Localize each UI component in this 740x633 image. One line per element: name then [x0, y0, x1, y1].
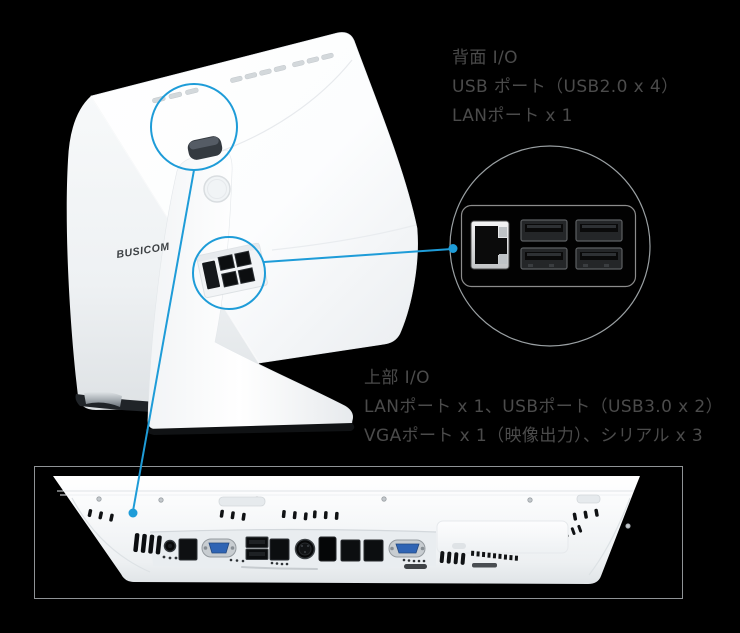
usb-stack-icon [245, 536, 269, 560]
lan-port-icon [202, 260, 221, 290]
lan-port-icon [470, 220, 510, 270]
top-io-line-1: LANポート x 1、USBポート（USB3.0 x 2） [364, 397, 724, 417]
usb-port-icon [520, 219, 568, 242]
usb-port-icon [520, 247, 568, 270]
vent-slats [439, 550, 519, 565]
rear-io-line-2: LANポート x 1 [452, 106, 573, 126]
slot-groove [404, 564, 427, 569]
lan-port-icon [178, 538, 198, 561]
display-back-panel [90, 32, 418, 364]
serial-port-icon [388, 539, 426, 563]
usb-port-icon [575, 247, 623, 270]
mount-plate [436, 520, 569, 554]
callout-line-rear-io [263, 248, 453, 263]
usb-port-icon [237, 267, 256, 285]
chrome-trim [84, 391, 122, 407]
rear-io-line-1: USB ポート（USB2.0 x 4） [452, 77, 679, 97]
rj-port-icon [318, 536, 337, 562]
rj-port-icon [340, 539, 361, 562]
usb-port-icon [217, 254, 236, 271]
vent-slats [133, 533, 162, 555]
hinge-cap [187, 136, 223, 160]
callout-dot [448, 244, 458, 253]
din-port-icon [294, 538, 316, 560]
lan-port-icon [269, 538, 290, 566]
groove-line [241, 566, 318, 570]
callout-line-top-io [132, 169, 195, 512]
usb-port-icon [575, 219, 623, 242]
handle-slot [218, 496, 266, 507]
rear-io-annotation: 背面 I/O USB ポート（USB2.0 x 4） LANポート x 1 [452, 44, 679, 131]
usb-port-icon [221, 270, 239, 288]
top-io-title: 上部 I/O [364, 368, 430, 388]
callout-circle-rear-io [192, 236, 266, 310]
rear-io-recess [196, 242, 268, 299]
slot-groove [472, 563, 497, 568]
bottom-panel-photo [34, 466, 683, 599]
rj-port-icon [363, 539, 384, 562]
rear-io-inset [449, 145, 651, 347]
terminal-rear-view: BUSICOM [66, 32, 418, 435]
vga-port-icon [201, 538, 245, 563]
rear-io-title: 背面 I/O [452, 48, 518, 68]
top-io-line-2: VGAポート x 1（映像出力）、シリアル x 3 [364, 426, 704, 446]
top-io-annotation: 上部 I/O LANポート x 1、USBポート（USB3.0 x 2） VGA… [364, 364, 723, 451]
callout-annotations [128, 83, 458, 518]
handle-slot [576, 494, 601, 504]
rear-vent-slats [152, 52, 334, 104]
dc-power-jack-icon [162, 539, 178, 560]
stand-shadow [145, 423, 355, 435]
callout-dot [128, 508, 138, 518]
usb-port-icon [234, 250, 252, 268]
